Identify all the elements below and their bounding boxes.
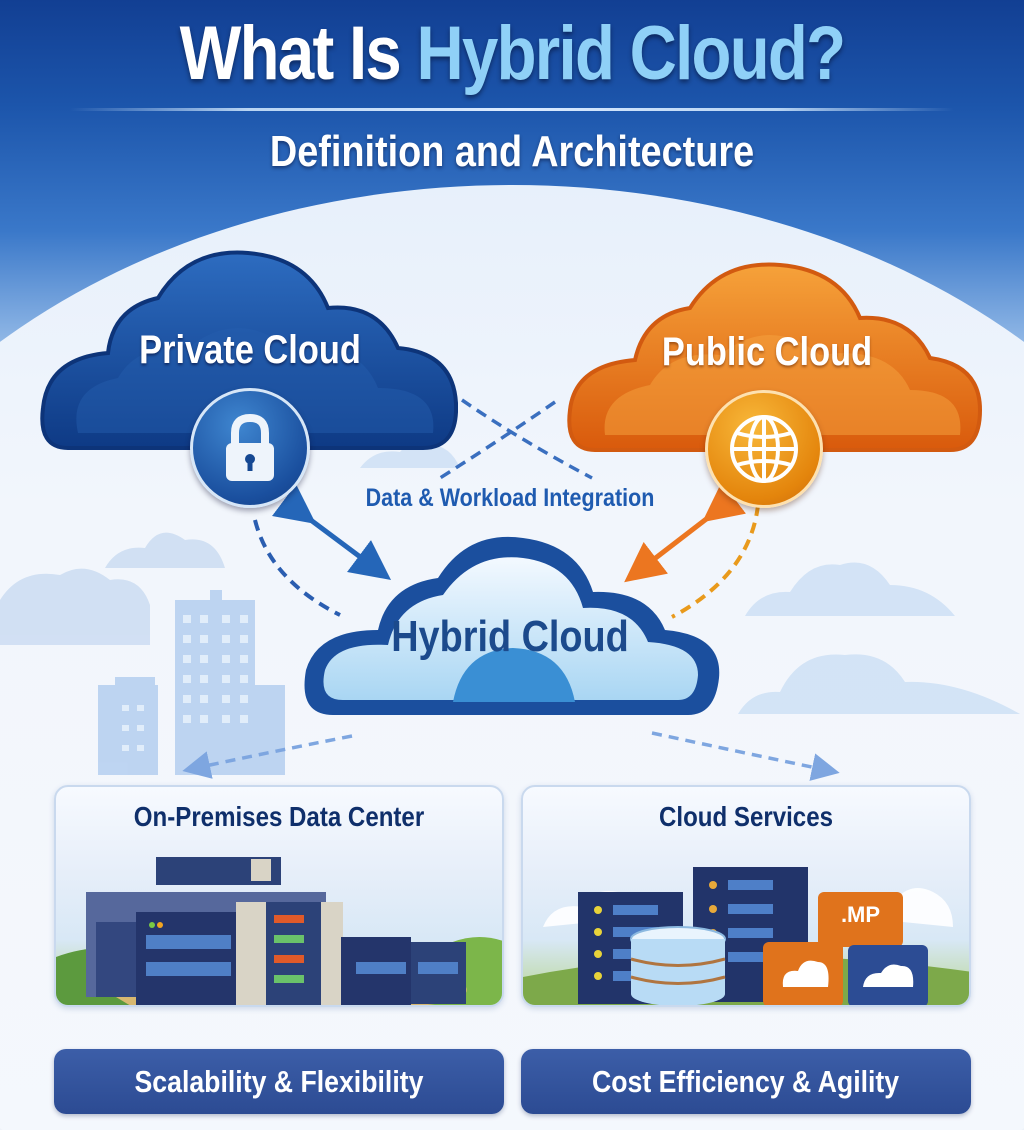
private-cloud-shape [40, 250, 458, 450]
scalability-flexibility-banner: Scalability & Flexibility [54, 1049, 504, 1114]
cloud-services-title: Cloud Services [659, 801, 833, 832]
title-part-white: What Is [179, 11, 417, 96]
hybrid-cloud-shape [304, 536, 720, 715]
cloud-services-illustration [523, 867, 969, 1005]
connector-lines [182, 398, 840, 781]
title-divider [70, 108, 954, 111]
cloud-services-panel: Cloud Services .MP [521, 785, 971, 1007]
cost-efficiency-agility-banner: Cost Efficiency & Agility [521, 1049, 971, 1114]
private-cloud-lock-badge [190, 388, 310, 508]
public-cloud-shape [567, 262, 983, 452]
lock-icon [226, 413, 274, 481]
public-cloud-label: Public Cloud [661, 330, 873, 374]
globe-icon [730, 415, 798, 483]
background-scenery [0, 443, 1020, 775]
on-premises-title: On-Premises Data Center [133, 801, 425, 832]
scalability-flexibility-label: Scalability & Flexibility [134, 1063, 424, 1099]
mp-tile-label: .MP [840, 902, 881, 927]
page-subtitle: Definition and Architecture [269, 127, 755, 176]
cost-efficiency-agility-label: Cost Efficiency & Agility [592, 1063, 900, 1099]
page-title: What Is Hybrid Cloud? [72, 8, 953, 100]
integration-label: Data & Workload Integration [365, 484, 655, 512]
data-center-illustration [56, 857, 502, 1005]
title-part-accent: Hybrid Cloud? [416, 11, 846, 96]
on-premises-panel: On-Premises Data Center [54, 785, 504, 1007]
private-cloud-label: Private Cloud [139, 328, 361, 372]
public-cloud-globe-badge [705, 390, 823, 508]
hybrid-cloud-label: Hybrid Cloud [391, 612, 629, 661]
